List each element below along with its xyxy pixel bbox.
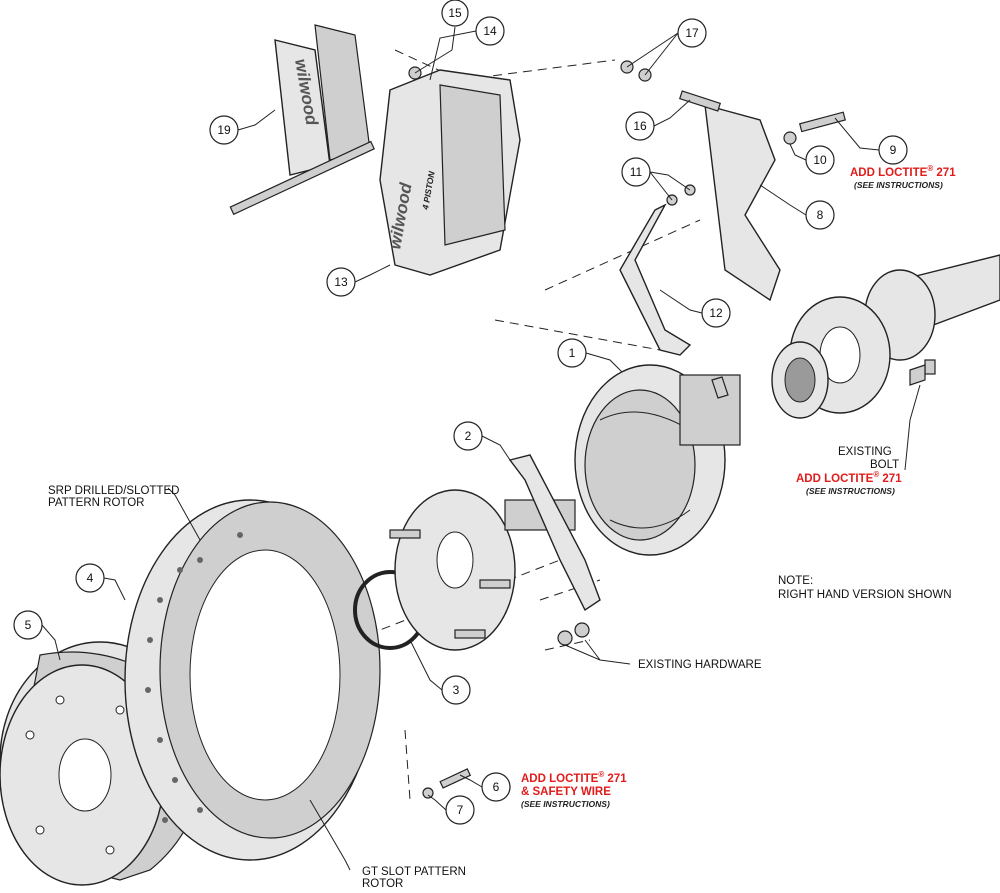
loctite-warning-bolt-9: ADD LOCTITE® 271 — [850, 164, 956, 179]
svg-text:9: 9 — [890, 143, 897, 157]
gt-rotor-label-1: GT SLOT PATTERN — [362, 866, 466, 878]
caliper-bracket-part-8 — [704, 104, 781, 302]
callout-15: 15 — [441, 0, 469, 27]
svg-text:1: 1 — [569, 346, 576, 360]
svg-text:7: 7 — [457, 803, 464, 817]
callout-1: 1 — [557, 338, 587, 368]
caliper-part-13: wilwood 4 PISTON — [229, 69, 521, 276]
svg-text:12: 12 — [709, 306, 723, 320]
loctite-warning-bolt-6: ADD LOCTITE® 271 — [521, 770, 627, 785]
existing-hardware-label: EXISTING HARDWARE — [638, 659, 762, 671]
callout-7: 7 — [445, 795, 475, 825]
callout-2: 2 — [453, 421, 483, 451]
parking-bracket-part-12 — [619, 203, 692, 356]
callout-9: 9 — [878, 135, 908, 165]
callout-12: 12 — [701, 298, 731, 328]
rotor-part-4 — [124, 499, 381, 861]
svg-text:2: 2 — [465, 429, 472, 443]
gt-rotor-label-2: ROTOR — [362, 878, 403, 890]
loctite-warning-existing-bolt: ADD LOCTITE® 271 — [796, 470, 902, 485]
svg-text:13: 13 — [334, 275, 348, 289]
srp-rotor-label-1: SRP DRILLED/SLOTTED — [48, 485, 179, 497]
callout-13: 13 — [326, 267, 356, 297]
svg-text:16: 16 — [633, 119, 647, 133]
srp-rotor-label-2: PATTERN ROTOR — [48, 497, 144, 509]
callout-6: 6 — [481, 772, 511, 802]
callout-17: 17 — [677, 18, 707, 48]
svg-text:6: 6 — [493, 780, 500, 794]
axle-assembly — [711, 254, 1000, 419]
svg-text:14: 14 — [483, 24, 497, 38]
existing-bolt-label-1: EXISTING — [838, 446, 892, 458]
parking-brake-assembly-part-1 — [574, 364, 741, 556]
callout-8: 8 — [805, 200, 835, 230]
svg-text:4: 4 — [87, 571, 94, 585]
drilled-holes — [145, 532, 243, 823]
svg-text:19: 19 — [217, 123, 231, 137]
note-text: RIGHT HAND VERSION SHOWN — [778, 589, 952, 601]
safety-wire-warning: & SAFETY WIRE — [521, 786, 611, 798]
svg-text:10: 10 — [813, 153, 827, 167]
see-instructions-6: (SEE INSTRUCTIONS) — [521, 799, 610, 809]
svg-text:15: 15 — [448, 6, 462, 20]
existing-bolt-label-2: BOLT — [870, 459, 899, 471]
callout-bubbles: 1 2 3 4 5 6 7 8 9 10 11 12 13 14 15 16 1… — [13, 0, 908, 825]
callout-3: 3 — [441, 675, 471, 705]
callout-19: 19 — [209, 115, 239, 145]
leader-lines — [41, 26, 921, 871]
note-label: NOTE: — [778, 575, 813, 587]
see-instructions-9: (SEE INSTRUCTIONS) — [854, 180, 943, 190]
svg-text:3: 3 — [453, 683, 460, 697]
callout-11: 11 — [621, 157, 651, 187]
svg-text:5: 5 — [25, 618, 32, 632]
callout-10: 10 — [805, 145, 835, 175]
svg-text:11: 11 — [630, 165, 643, 179]
bearing-plate-part-2 — [508, 454, 601, 612]
text-labels: ADD LOCTITE® 271 (SEE INSTRUCTIONS) EXIS… — [48, 164, 956, 890]
svg-text:17: 17 — [685, 26, 699, 40]
callout-16: 16 — [625, 111, 655, 141]
callout-5: 5 — [13, 610, 43, 640]
brake-pads-part-19: wilwood — [274, 24, 371, 176]
see-instructions-existing-bolt: (SEE INSTRUCTIONS) — [806, 486, 895, 496]
callout-4: 4 — [75, 563, 105, 593]
callout-14: 14 — [475, 16, 505, 46]
svg-text:8: 8 — [817, 208, 824, 222]
hub-adapter — [389, 489, 576, 651]
